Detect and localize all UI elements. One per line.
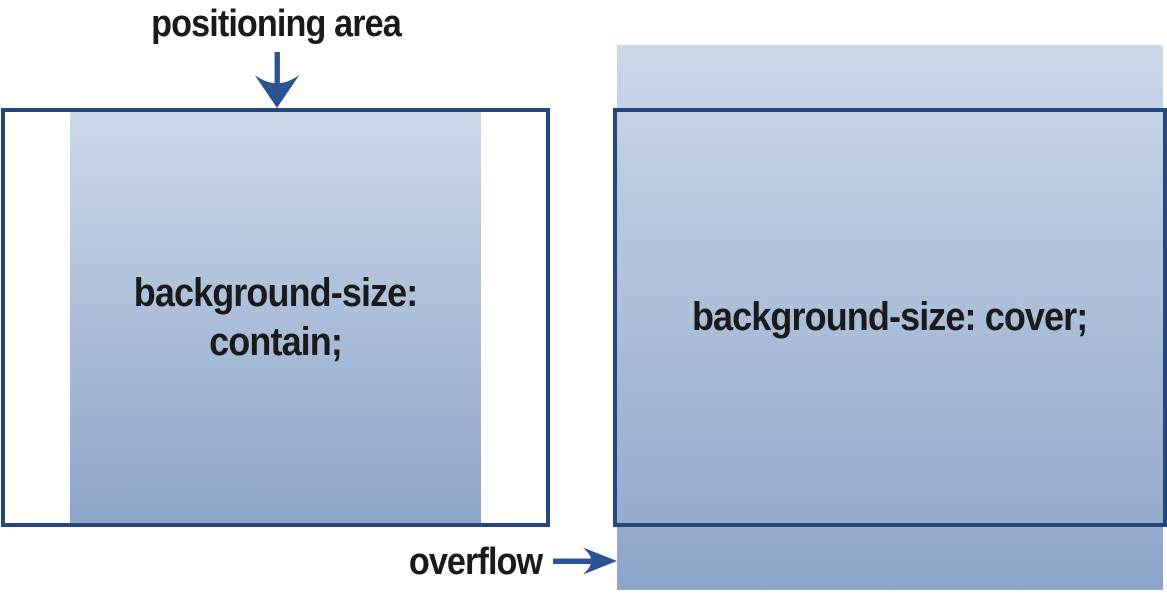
contain-label-line2: contain; (209, 319, 343, 364)
overflow-label: overflow (408, 541, 543, 583)
cover-background-image (617, 45, 1163, 590)
cover-box-label: background-size: cover; (692, 295, 1088, 340)
right-arrow-icon (553, 547, 617, 575)
cover-box: background-size: cover; (613, 108, 1167, 527)
contain-background-image: background-size: contain; (70, 112, 481, 523)
down-arrow-icon (254, 52, 300, 108)
contain-box-label: background-size: contain; (133, 269, 419, 367)
contain-box: background-size: contain; (1, 108, 550, 527)
contain-label-line1: background-size: (133, 270, 419, 315)
positioning-area-label: positioning area (151, 3, 402, 45)
